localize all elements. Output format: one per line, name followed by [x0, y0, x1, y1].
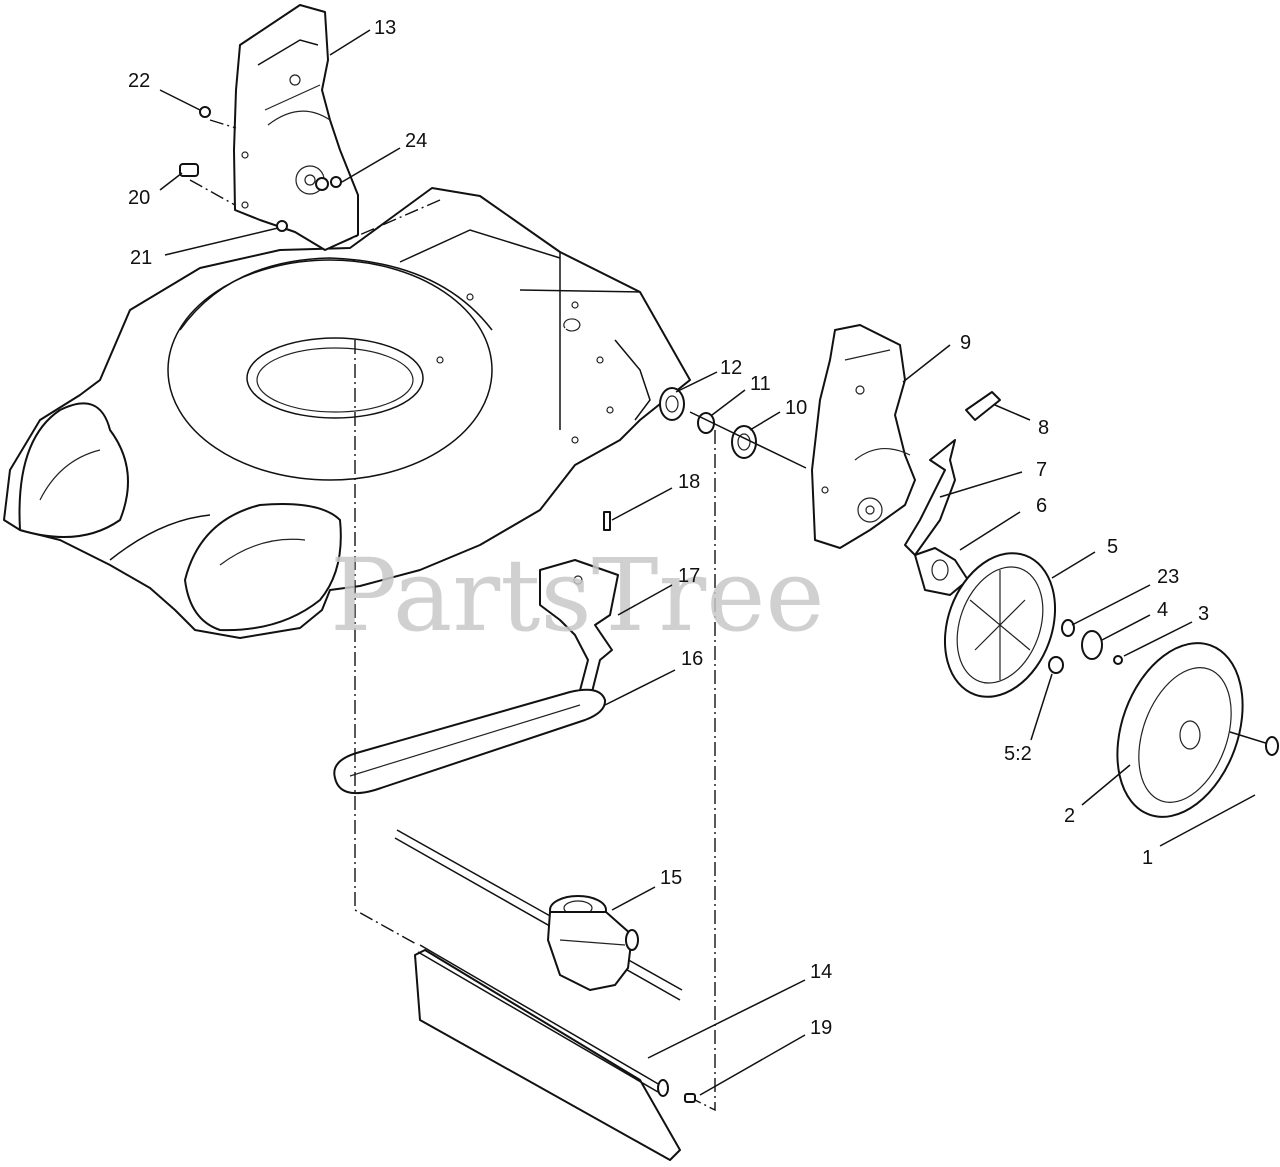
callout-20: 20 — [128, 187, 150, 209]
axle-hardware — [659, 387, 807, 469]
watermark: PartsTree — [330, 537, 825, 654]
left-height-bracket — [233, 4, 359, 251]
callout-18: 18 — [678, 471, 700, 493]
callout-7: 7 — [1036, 459, 1047, 481]
callout-4: 4 — [1157, 599, 1168, 621]
callout-11: 11 — [750, 373, 771, 395]
drive-belt — [333, 688, 607, 794]
mower-deck — [3, 187, 691, 639]
callout-1: 1 — [1142, 847, 1153, 869]
callout-13: 13 — [374, 17, 396, 39]
callout-15: 15 — [660, 867, 682, 889]
callout-5: 5 — [1107, 536, 1118, 558]
callout-21: 21 — [130, 247, 152, 269]
leader-lines — [159, 29, 1256, 1096]
callout-17: 17 — [678, 565, 700, 587]
right-height-bracket — [811, 324, 916, 549]
rear-axle-baffle — [414, 944, 696, 1161]
callout-2: 2 — [1064, 805, 1075, 827]
callout-10: 10 — [785, 397, 807, 419]
adjust-lever — [904, 391, 1001, 596]
callout-19: 19 — [810, 1017, 832, 1039]
callout-22: 23 — [1157, 566, 1179, 588]
callout-5-2: 5:2 — [1004, 743, 1032, 765]
callout-3: 3 — [1198, 603, 1209, 625]
callout-14: 14 — [810, 961, 832, 983]
rear-wheel-assembly — [943, 552, 1279, 818]
callout-8: 8 — [1038, 417, 1049, 439]
callout-9: 9 — [960, 332, 971, 354]
bracket-bolts — [179, 106, 342, 232]
transmission — [394, 829, 683, 1001]
callout-labels: 13 22 24 20 21 9 12 11 10 8 7 6 18 5 23 … — [128, 17, 1209, 1039]
assembly-lines — [189, 119, 716, 1112]
callout-24: 24 — [405, 130, 427, 152]
idler-bracket — [539, 511, 619, 701]
callout-23: 22 — [128, 70, 150, 92]
callout-12: 12 — [720, 357, 742, 379]
callout-6: 6 — [1036, 495, 1047, 517]
callout-16: 16 — [681, 648, 703, 670]
